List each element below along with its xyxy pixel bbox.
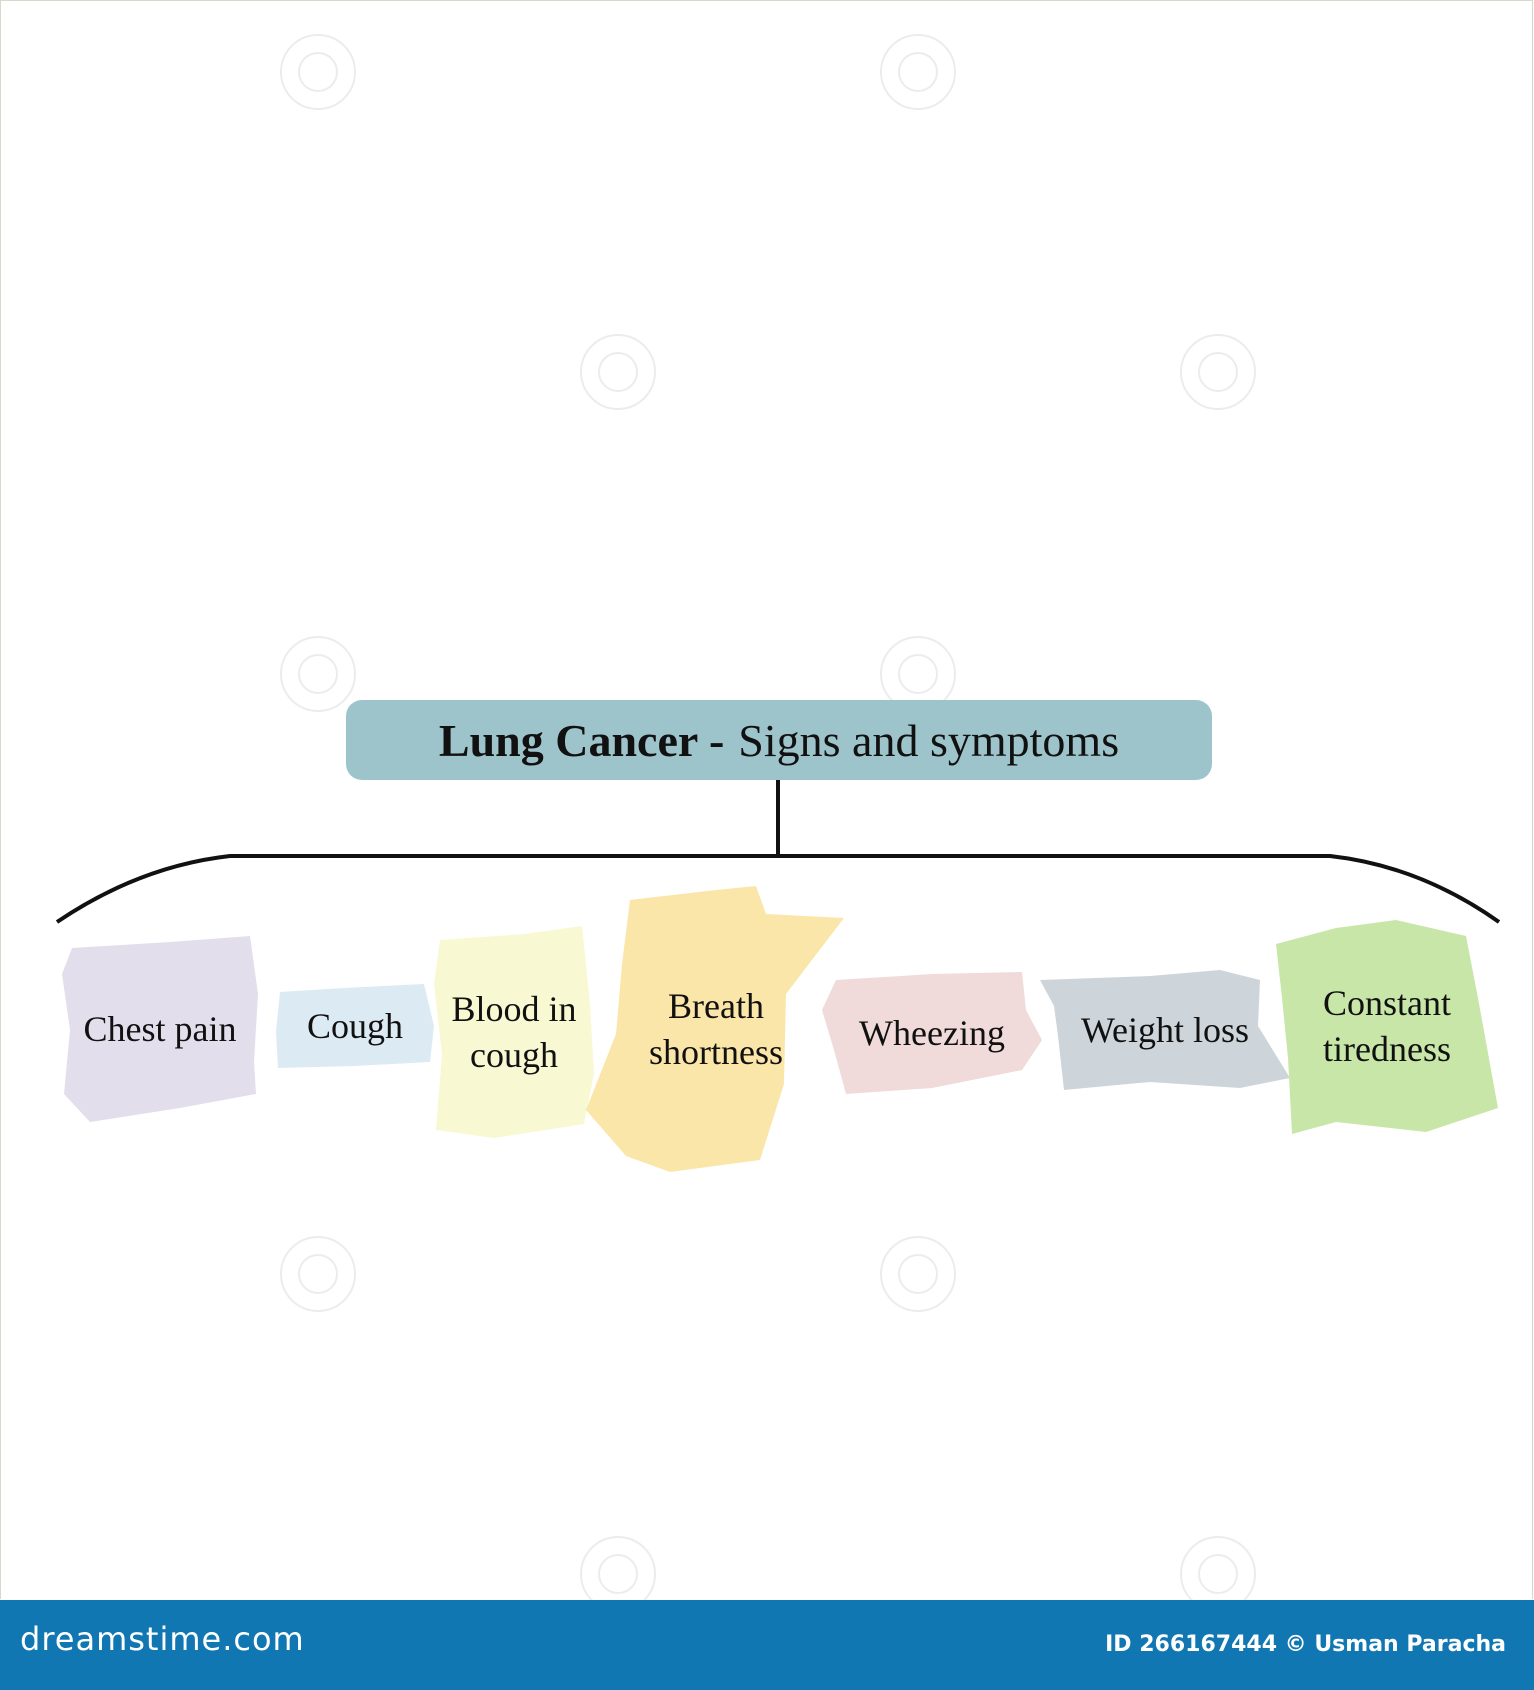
symptom-node-wheezing: Wheezing (822, 970, 1042, 1096)
scribble-fill (586, 886, 844, 1172)
symptom-label: Chest pain (83, 1009, 237, 1049)
scribble-background (822, 972, 1042, 1094)
watermark-icon (580, 334, 656, 410)
footer-bar: dreamstime.com ID 266167444 © Usman Para… (0, 1600, 1534, 1690)
scribble-background (1040, 970, 1290, 1090)
symptom-node-weight-loss: Weight loss (1040, 966, 1290, 1094)
image-frame (0, 0, 1533, 1599)
watermark-icon (1180, 334, 1256, 410)
symptom-label: Weight loss (1080, 1010, 1250, 1050)
watermark-icon (280, 636, 356, 712)
watermark-icon (880, 1236, 956, 1312)
title-regular: Signs and symptoms (738, 714, 1120, 766)
title-bold: Lung Cancer - (438, 714, 725, 766)
scribble-background (586, 886, 844, 1172)
watermark-brand: dreamstime.com (20, 1620, 305, 1658)
scribble-fill (1040, 970, 1290, 1090)
scribble-background (276, 984, 434, 1068)
scribble-background (62, 936, 258, 1122)
scribble-fill (62, 936, 258, 1122)
symptom-node-cough: Cough (274, 982, 436, 1070)
watermark-icon (880, 34, 956, 110)
scribble-fill (434, 926, 594, 1138)
scribble-background (434, 926, 594, 1138)
symptom-label: Wheezing (859, 1013, 1005, 1053)
symptom-label: Cough (306, 1006, 403, 1046)
scribble-fill (822, 972, 1042, 1094)
watermark-icon (280, 1236, 356, 1312)
scribble-background (1276, 920, 1498, 1134)
watermark-icon (280, 34, 356, 110)
scribble-fill (276, 984, 434, 1068)
scribble-fill (1276, 920, 1498, 1134)
diagram-title-box: Lung Cancer - Signs and symptoms (346, 700, 1212, 780)
connector-lines (55, 780, 1501, 924)
symptom-node-chest-pain: Chest pain (60, 934, 260, 1124)
image-credit: ID 266167444 © Usman Paracha (1105, 1632, 1506, 1657)
